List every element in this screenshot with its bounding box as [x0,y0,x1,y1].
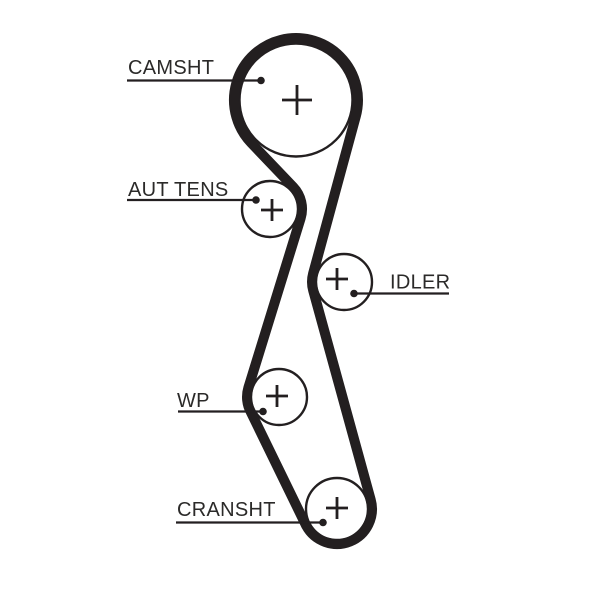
crankshaft-label: CRANSHT [177,499,276,521]
aut-tens-callout: AUT TENS [127,179,260,204]
camshaft-center-cross-icon [282,85,312,115]
camshaft-leader-dot [257,76,265,85]
camshaft-label: CAMSHT [128,57,214,79]
idler-center-cross-icon [326,268,348,290]
aut-tens-leader-dot [252,196,260,204]
aut-tens-center-cross-icon [261,199,283,221]
crankshaft-callout: CRANSHT [176,499,327,527]
crankshaft-center-cross-icon [326,497,348,519]
idler-label: IDLER [390,272,450,294]
idler-callout: IDLER [350,272,450,298]
water-pump-leader-dot [259,407,267,416]
camshaft-callout: CAMSHT [127,57,265,85]
timing-belt-path [229,33,377,550]
water-pump-label: WP [177,390,210,412]
aut-tens-label: AUT TENS [128,179,229,201]
water-pump-callout: WP [177,390,267,416]
water-pump-center-cross-icon [266,385,288,407]
crankshaft-leader-dot [319,518,327,527]
idler-leader-dot [350,289,358,298]
idler-pulley-circle [314,252,374,312]
